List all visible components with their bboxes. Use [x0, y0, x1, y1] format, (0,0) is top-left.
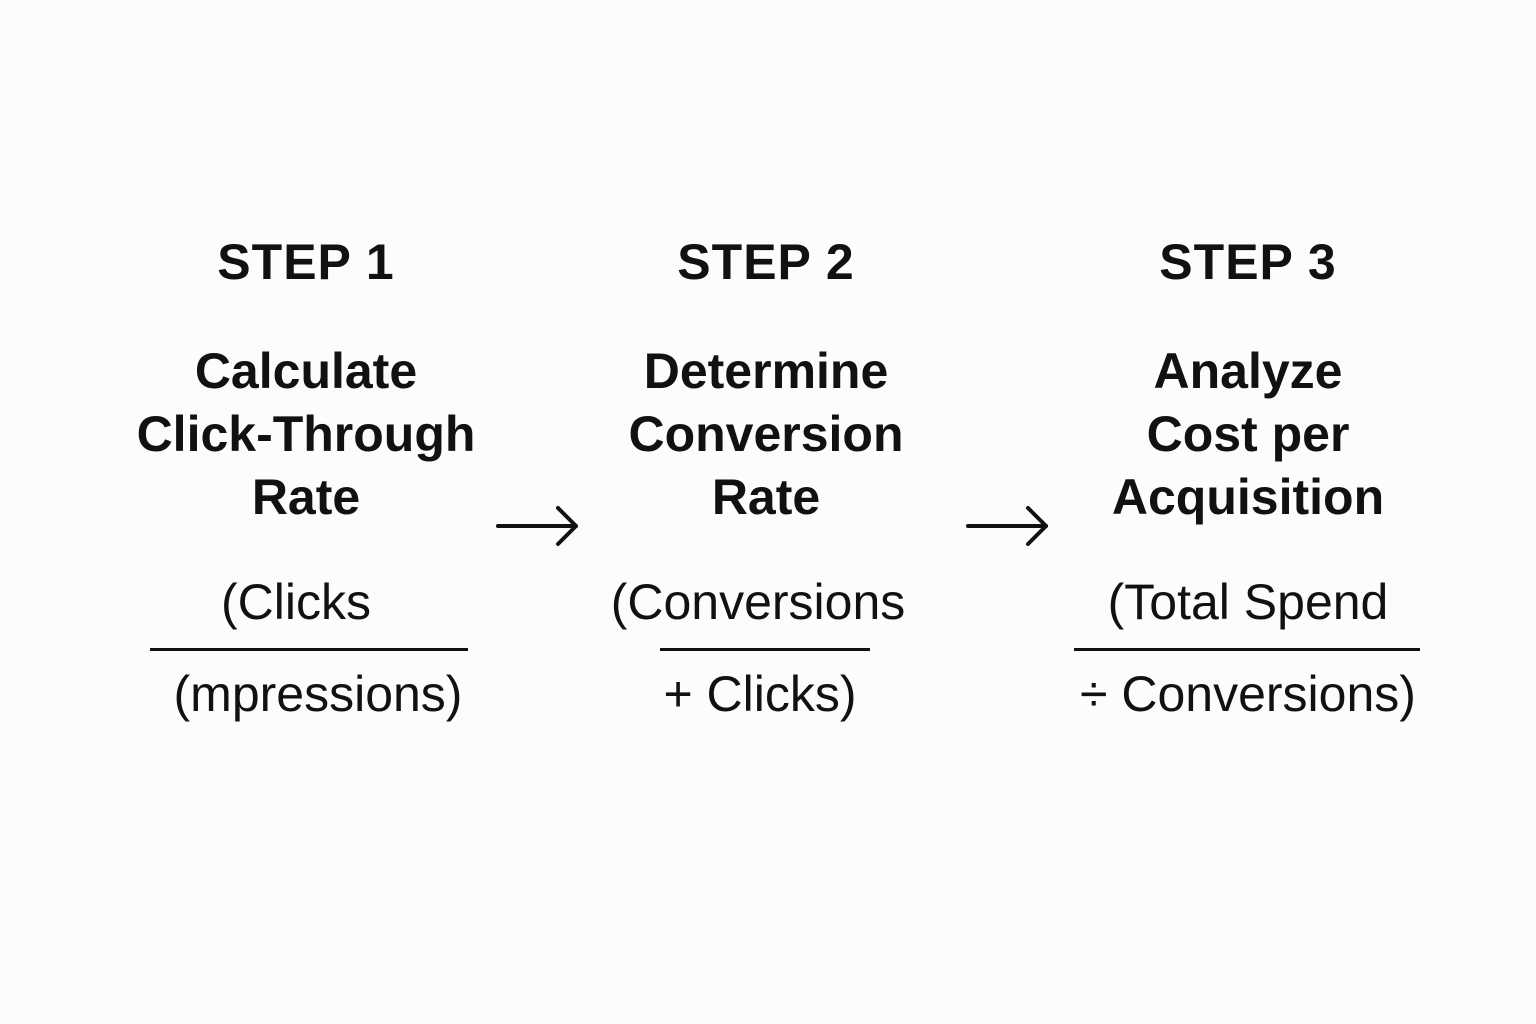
fraction-bar — [150, 648, 468, 651]
step-title-line: Analyze — [1153, 343, 1343, 399]
formula-numerator: (Conversions — [610, 574, 906, 630]
formula-numerator: (Total Spend — [1107, 574, 1389, 630]
step-title-line: Rate — [711, 469, 821, 525]
fraction-bar — [1074, 648, 1420, 651]
step-label: STEP 1 — [217, 234, 395, 290]
step-2: STEP 2 Determine Conversion Rate (Conver… — [546, 0, 986, 1024]
step-title: Determine Conversion Rate — [546, 340, 986, 529]
step-title-line: Rate — [251, 469, 361, 525]
step-title-line: Click-Through — [136, 406, 476, 462]
formula-denominator: + Clicks) — [663, 666, 857, 722]
step-title-line: Calculate — [194, 343, 418, 399]
step-title: Calculate Click-Through Rate — [86, 340, 526, 529]
step-3: STEP 3 Analyze Cost per Acquisition (Tot… — [1028, 0, 1468, 1024]
step-label: STEP 2 — [677, 234, 855, 290]
fraction-bar — [660, 648, 870, 651]
step-1: STEP 1 Calculate Click-Through Rate (Cli… — [86, 0, 526, 1024]
step-title: Analyze Cost per Acquisition — [1028, 340, 1468, 529]
right-arrow-icon — [496, 506, 578, 546]
step-title-line: Cost per — [1146, 406, 1350, 462]
formula-numerator: (Clicks — [221, 574, 371, 630]
formula-denominator: (mpressions) — [173, 666, 463, 722]
step-title-line: Conversion — [628, 406, 904, 462]
step-label: STEP 3 — [1159, 234, 1337, 290]
step-title-line: Determine — [643, 343, 889, 399]
right-arrow-icon — [966, 506, 1048, 546]
step-title-line: Acquisition — [1111, 469, 1385, 525]
formula-denominator: ÷ Conversions) — [1080, 666, 1416, 722]
